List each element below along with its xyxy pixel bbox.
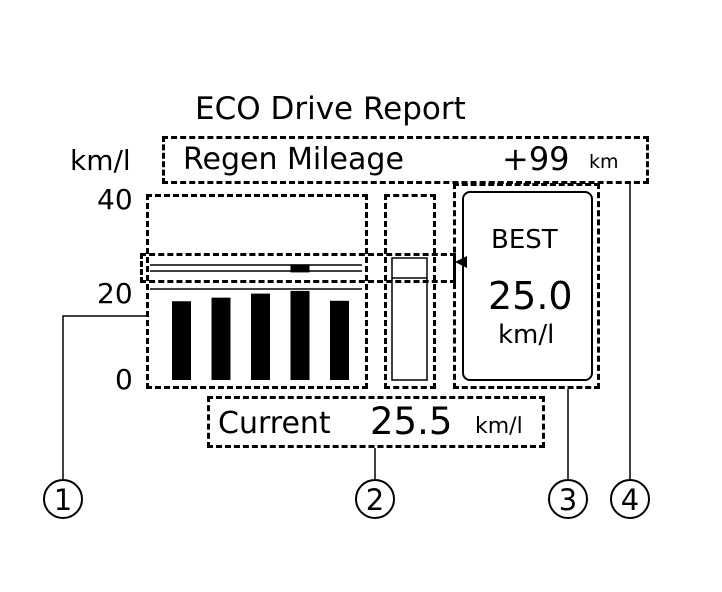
bar-5 bbox=[330, 300, 349, 380]
leader-line-1 bbox=[62, 315, 146, 480]
regen-mileage-box bbox=[162, 136, 649, 184]
current-column-box bbox=[384, 194, 436, 389]
best-panel bbox=[462, 191, 593, 381]
report-title: ECO Drive Report bbox=[195, 91, 466, 127]
current-label: Current bbox=[218, 406, 331, 441]
best-value: 25.0 bbox=[488, 274, 573, 318]
best-pointer-icon bbox=[455, 256, 467, 268]
callout-3-number: 3 bbox=[559, 483, 577, 517]
y-axis-unit: km/l bbox=[70, 144, 131, 177]
current-column-frame bbox=[391, 257, 428, 381]
history-graph-box bbox=[146, 194, 368, 389]
regen-mileage-value: +99 bbox=[502, 140, 570, 178]
callout-1-circle bbox=[43, 479, 83, 519]
best-marker bbox=[290, 264, 310, 273]
callout-2-number: 2 bbox=[366, 483, 384, 517]
y-tick-40: 40 bbox=[97, 183, 133, 216]
y-tick-0: 0 bbox=[115, 363, 133, 396]
callout-3-circle bbox=[548, 479, 588, 519]
best-label: BEST bbox=[491, 225, 558, 255]
current-unit: km/l bbox=[475, 414, 523, 439]
regen-mileage-unit: km bbox=[589, 151, 619, 173]
bar-4 bbox=[290, 290, 310, 380]
regen-mileage-label: Regen Mileage bbox=[183, 142, 404, 177]
current-value: 25.5 bbox=[370, 400, 453, 443]
bar-1 bbox=[172, 301, 191, 380]
callout-4-number: 4 bbox=[621, 483, 639, 517]
current-readout-box bbox=[207, 396, 545, 448]
callout-1-number: 1 bbox=[54, 483, 72, 517]
callout-4-circle bbox=[610, 479, 650, 519]
best-unit: km/l bbox=[498, 320, 555, 350]
bar-2 bbox=[211, 297, 231, 380]
callout-2-circle bbox=[355, 479, 395, 519]
best-box-outline bbox=[453, 183, 600, 389]
y-tick-20: 20 bbox=[97, 277, 133, 310]
bar-3 bbox=[251, 293, 270, 380]
